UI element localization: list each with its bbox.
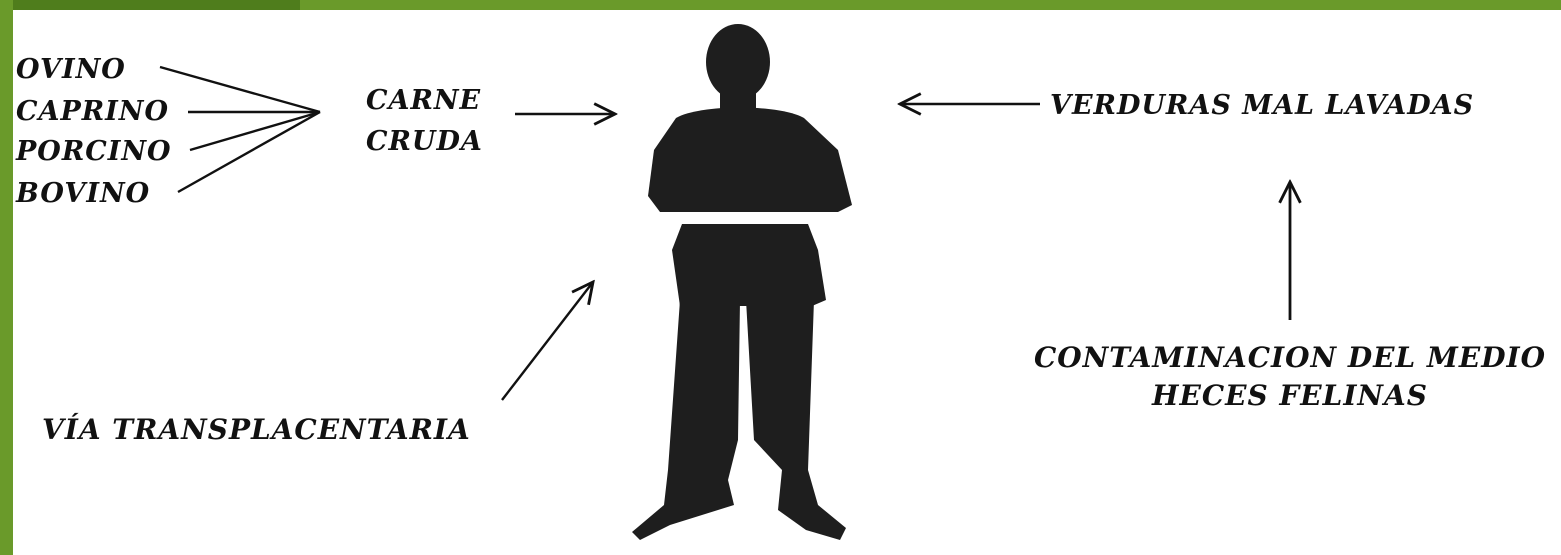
fan-line-ovino xyxy=(160,67,320,112)
person-silhouette-icon xyxy=(632,24,852,540)
arrow-placental-to-person xyxy=(502,282,593,400)
placental-label: VÍA TRANSPLACENTARIA xyxy=(42,416,471,444)
animal-label-caprino: CAPRINO xyxy=(16,98,169,125)
vegetables-label: VERDURAS MAL LAVADAS xyxy=(1050,92,1474,119)
fan-line-porcino xyxy=(190,112,320,150)
animal-label-ovino: OVINO xyxy=(16,56,126,83)
animal-label-porcino: PORCINO xyxy=(16,138,172,165)
fan-line-bovino xyxy=(178,112,320,192)
environment-label-line2: HECES FELINAS xyxy=(1030,382,1550,410)
environment-label-line1: CONTAMINACION DEL MEDIO xyxy=(1030,344,1550,372)
animal-label-bovino: BOVINO xyxy=(16,180,150,207)
meat-label-line2: CRUDA xyxy=(366,128,483,155)
meat-label-line1: CARNE xyxy=(366,87,481,114)
